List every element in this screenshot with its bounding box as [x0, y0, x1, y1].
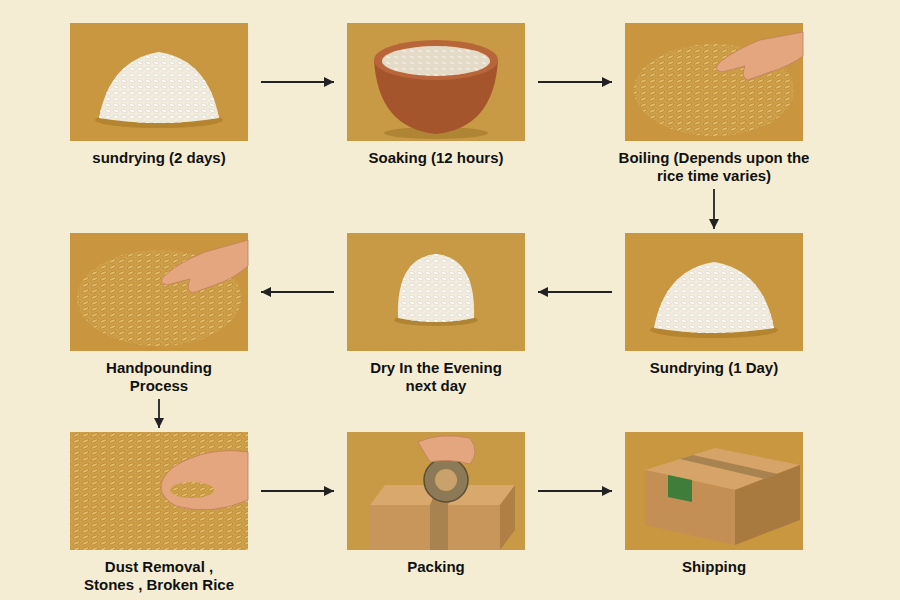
- photo-tile: [347, 432, 525, 550]
- process-step: Packing: [336, 432, 536, 576]
- rice-texture: [654, 262, 774, 333]
- process-step: Dry In the Evening next day: [336, 233, 536, 395]
- process-step: Shipping: [614, 432, 814, 576]
- step-caption: Handpounding Process: [79, 359, 239, 395]
- process-step: Sundrying (1 Day): [614, 233, 814, 377]
- process-step: Soaking (12 hours): [336, 23, 536, 167]
- photo-area: [614, 233, 814, 351]
- photo-tile: [347, 23, 525, 141]
- photo-area: [336, 23, 536, 141]
- box-front: [645, 470, 735, 545]
- photo-area: [59, 432, 259, 550]
- process-step: Boiling (Depends upon the rice time vari…: [614, 23, 814, 185]
- photo-area: [336, 233, 536, 351]
- process-step: Handpounding Process: [59, 233, 259, 395]
- step-caption: Dry In the Evening next day: [356, 359, 516, 395]
- flow-arrow: [538, 291, 612, 293]
- flow-arrow: [713, 189, 715, 229]
- step-caption: Packing: [336, 558, 536, 576]
- step-caption: Sundrying (1 Day): [614, 359, 814, 377]
- photo-tile: [625, 233, 803, 351]
- photo-area: [59, 23, 259, 141]
- step-caption: Dust Removal , Stones , Broken Rice: [79, 558, 239, 594]
- photo-area: [614, 432, 814, 550]
- step-caption: Shipping: [614, 558, 814, 576]
- flow-arrow: [261, 490, 334, 492]
- rice-dome: [398, 254, 474, 322]
- hand: [418, 436, 475, 464]
- photo-tile: [625, 432, 803, 550]
- bowl-rim: [374, 40, 498, 80]
- rice-mound: [654, 262, 774, 333]
- tape-strip: [680, 455, 778, 479]
- tape-roll: [424, 458, 468, 502]
- flow-arrow: [158, 399, 160, 428]
- photo-tile: [70, 432, 248, 550]
- flow-arrow: [261, 291, 334, 293]
- photo-area: [59, 233, 259, 351]
- box-side: [500, 485, 515, 550]
- rice-mound: [99, 52, 219, 123]
- box-front: [370, 505, 500, 550]
- flow-arrow: [538, 81, 612, 83]
- hand: [161, 240, 248, 293]
- process-step: sundrying (2 days): [59, 23, 259, 167]
- parboiled-rice: [70, 432, 248, 550]
- flow-arrow: [538, 490, 612, 492]
- flow-arrow: [261, 81, 334, 83]
- step-caption: Boiling (Depends upon the rice time vari…: [614, 149, 814, 185]
- step-caption: Soaking (12 hours): [336, 149, 536, 167]
- photo-area: [614, 23, 814, 141]
- rice-texture: [382, 46, 490, 76]
- tape-core: [435, 469, 457, 491]
- photo-tile: [625, 23, 803, 141]
- rice-in-hand: [170, 482, 214, 498]
- tape-strip: [430, 505, 448, 550]
- rice-texture: [398, 254, 474, 322]
- photo-tile: [70, 23, 248, 141]
- step-caption: sundrying (2 days): [59, 149, 259, 167]
- photo-area: [336, 432, 536, 550]
- hand: [716, 32, 803, 80]
- rice-texture: [99, 52, 219, 123]
- green-tape: [668, 475, 692, 502]
- photo-tile: [70, 233, 248, 351]
- soaking-water: [382, 46, 490, 76]
- photo-tile: [347, 233, 525, 351]
- hand: [161, 451, 248, 510]
- process-step: Dust Removal , Stones , Broken Rice: [59, 432, 259, 594]
